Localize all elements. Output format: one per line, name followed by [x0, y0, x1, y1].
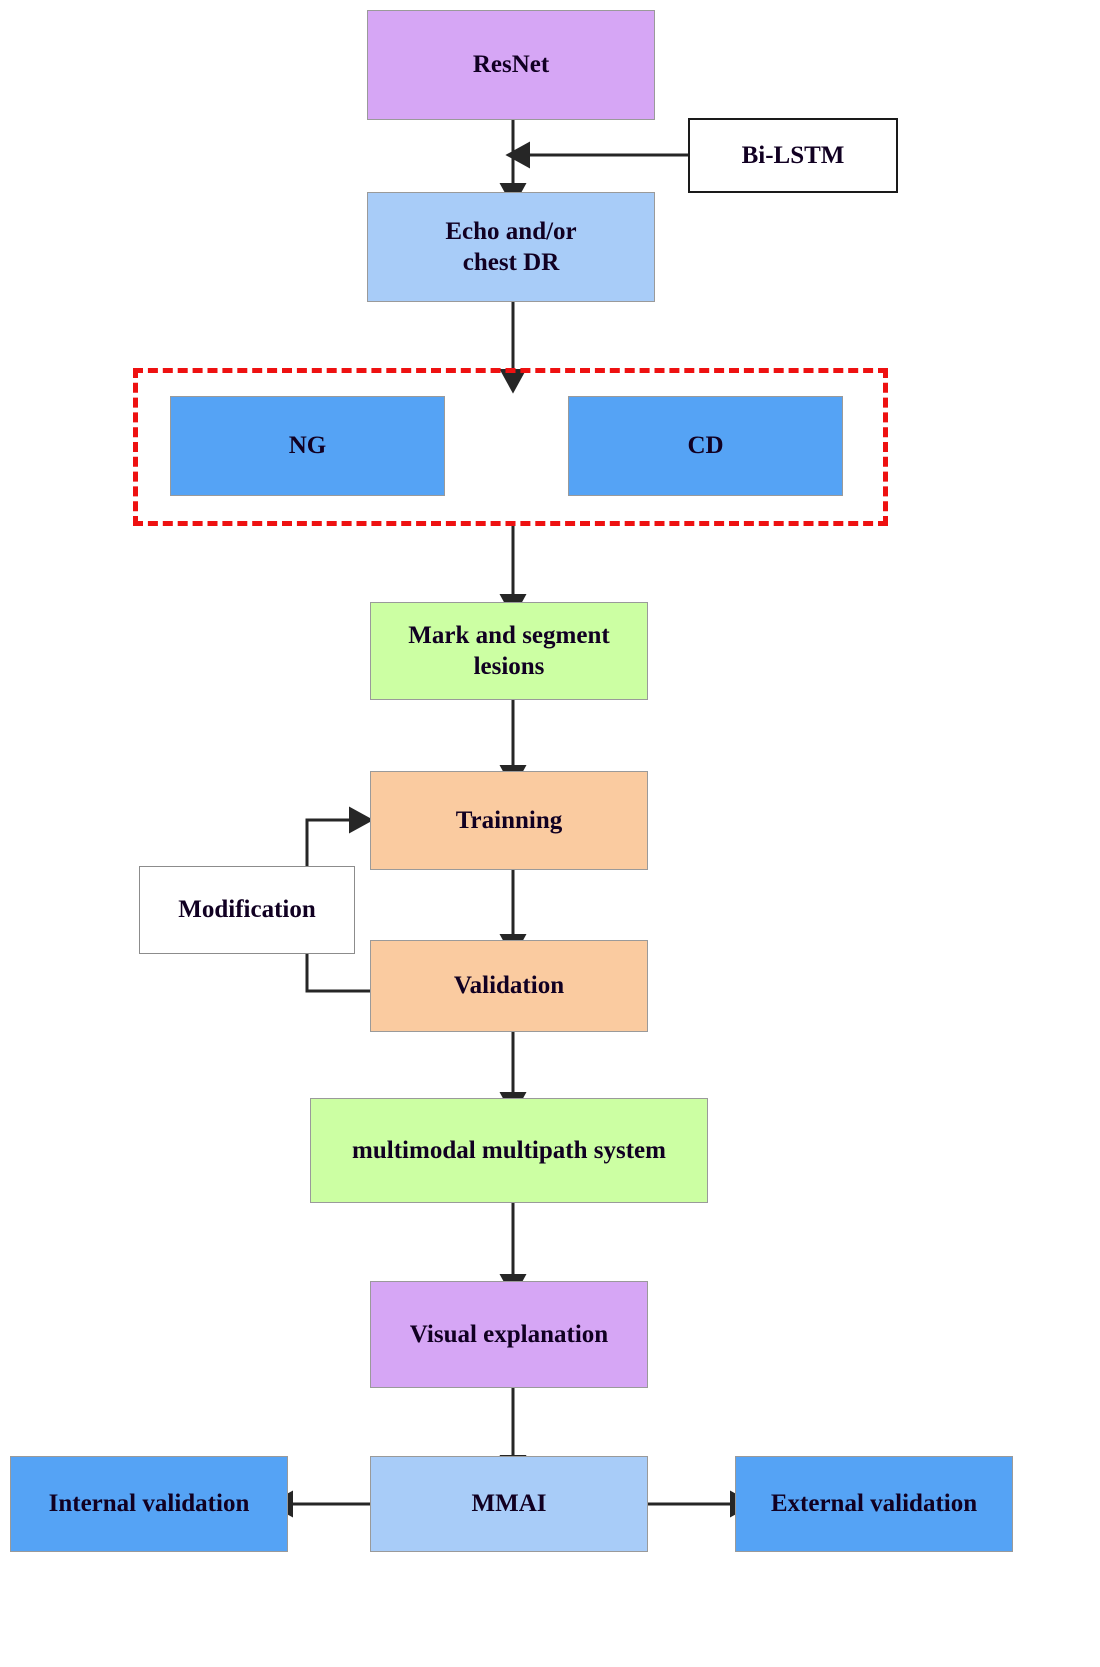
node-mmai[interactable]: MMAI	[370, 1456, 648, 1552]
node-validation[interactable]: Validation	[370, 940, 648, 1032]
node-mark-and-segment-lesions-label: Mark and segment lesions	[408, 621, 610, 680]
node-ng[interactable]: NG	[170, 396, 445, 496]
node-validation-label: Validation	[453, 972, 565, 1000]
node-resnet[interactable]: ResNet	[367, 10, 655, 120]
node-internal-validation-label: Internal validation	[48, 1490, 250, 1518]
node-visual-explanation[interactable]: Visual explanation	[370, 1281, 648, 1388]
node-modification[interactable]: Modification	[139, 866, 355, 954]
node-external-validation-label: External validation	[770, 1490, 978, 1518]
node-ng-label: NG	[288, 432, 327, 460]
node-internal-validation[interactable]: Internal validation	[10, 1456, 288, 1552]
node-multimodal-multipath-system[interactable]: multimodal multipath system	[310, 1098, 708, 1203]
node-visual-explanation-label: Visual explanation	[409, 1320, 609, 1348]
node-bilstm[interactable]: Bi-LSTM	[688, 118, 898, 193]
node-mmai-label: MMAI	[471, 1490, 547, 1518]
node-trainning-label: Trainning	[455, 806, 563, 834]
node-echo-chest-dr-label: Echo and/or chest DR	[445, 217, 577, 276]
node-mark-and-segment-lesions[interactable]: Mark and segment lesions	[370, 602, 648, 700]
node-external-validation[interactable]: External validation	[735, 1456, 1013, 1552]
node-cd-label: CD	[687, 432, 724, 460]
node-bilstm-label: Bi-LSTM	[741, 141, 845, 169]
node-cd[interactable]: CD	[568, 396, 843, 496]
node-trainning[interactable]: Trainning	[370, 771, 648, 870]
node-modification-label: Modification	[178, 896, 316, 924]
node-resnet-label: ResNet	[472, 51, 550, 79]
node-echo-chest-dr[interactable]: Echo and/or chest DR	[367, 192, 655, 302]
node-multimodal-multipath-system-label: multimodal multipath system	[352, 1136, 666, 1164]
